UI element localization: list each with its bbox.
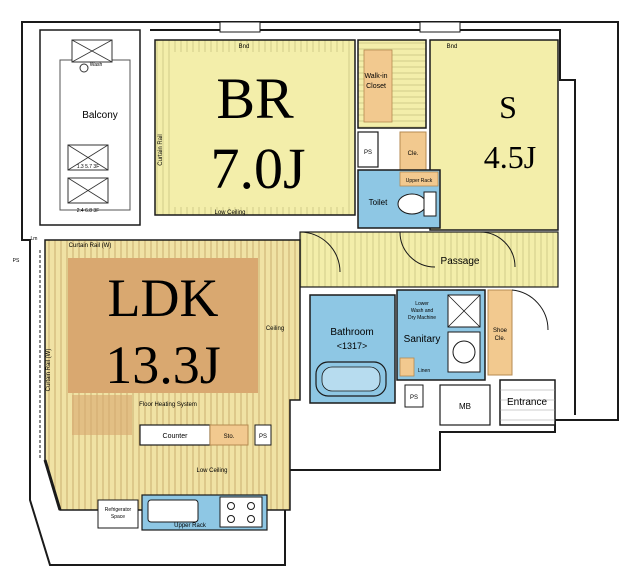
- washer-label-2: Wash and: [411, 308, 434, 314]
- low-ceiling-br-label: Low Ceiling: [214, 210, 245, 216]
- bnd-br-label: Bnd: [239, 44, 250, 50]
- curtain-rail-ldk-side-label: Curtain Rail (W): [46, 349, 52, 392]
- washer-label-3: Dry Machine: [408, 315, 436, 321]
- bathroom: Bathroom <1317>: [309, 294, 396, 404]
- br-name: BR: [216, 66, 294, 131]
- mb-label: MB: [459, 402, 471, 411]
- entrance-label: Entrance: [507, 397, 547, 408]
- stove: [219, 496, 263, 528]
- closet-small: PS Cle.: [357, 131, 427, 171]
- curtain-rail-br-label: Curtain Rail: [158, 134, 164, 165]
- room-s: S 4.5J Bnd: [429, 39, 559, 231]
- shoe-label-1: Shoe: [493, 328, 508, 334]
- upper-rack-toilet-label: Upper Rack: [406, 178, 433, 184]
- linen-label: Linen: [418, 368, 430, 374]
- washer-label-1: Lower: [415, 301, 429, 307]
- passage-label: Passage: [441, 256, 480, 267]
- ps-label-2: PS: [259, 434, 267, 440]
- ps-left: PS Lm: [13, 236, 38, 264]
- ldk-size: 13.3J: [105, 335, 221, 395]
- wash-label: Wash: [90, 62, 103, 68]
- shoe-label-2: Cle.: [495, 336, 506, 342]
- refrigerator-label-1: Refrigerator: [105, 507, 132, 513]
- refrigerator-label-2: Space: [111, 514, 125, 520]
- balcony-area: Balcony Wash 1.3 5.7 3F 2.4 6.8 3F: [39, 29, 141, 226]
- toilet-room: Upper Rack Toilet: [357, 169, 441, 229]
- shoe-closet: Shoe Cle.: [487, 289, 549, 376]
- lm-label: Lm: [31, 236, 38, 242]
- bnd-s-label: Bnd: [447, 44, 458, 50]
- br-size: 7.0J: [210, 136, 305, 201]
- bathroom-label: Bathroom: [330, 327, 373, 338]
- low-ceiling-kitchen-label: Low Ceiling: [196, 468, 227, 474]
- counter-label: Counter: [163, 433, 189, 440]
- washbasin: [452, 340, 476, 364]
- outdoor-unit-2-label: 2.4 6.8 3F: [77, 208, 100, 214]
- passage: Passage: [299, 231, 559, 288]
- ps-label-4: PS: [13, 258, 20, 264]
- ldk-room: LDK 13.3J Floor Heating System Ceiling C…: [39, 239, 301, 511]
- bedroom-br: BR 7.0J Bnd Low Ceiling Curtain Rail: [154, 39, 356, 216]
- walk-in-closet: Walk-in Closet: [357, 39, 427, 129]
- floor-heating-label: Floor Heating System: [139, 402, 197, 408]
- kitchen-counter: Counter Sto. PS: [139, 424, 272, 446]
- kitchen-area: Low Ceiling Refrigerator Space Upper Rac…: [97, 468, 268, 531]
- entrance: Entrance: [499, 379, 556, 426]
- walkin-label-2: Closet: [366, 83, 386, 90]
- ps-label-1: PS: [364, 150, 372, 156]
- outdoor-unit-1-label: 1.3 5.7 3F: [77, 164, 100, 170]
- toilet-fixture: [397, 193, 427, 215]
- cl-label: Cle.: [408, 151, 419, 157]
- storage-label: Sto.: [224, 434, 235, 440]
- curtain-rail-ldk-top-label: Curtain Rail (W): [69, 243, 112, 249]
- ceiling-label: Ceiling: [266, 326, 284, 332]
- sanitary-label: Sanitary: [404, 334, 441, 345]
- ldk-name: LDK: [108, 268, 219, 328]
- sink: [147, 499, 199, 523]
- toilet-label: Toilet: [369, 198, 388, 207]
- bathroom-size-label: <1317>: [337, 341, 368, 351]
- s-name: S: [499, 89, 517, 125]
- upper-rack-label: Upper Rack: [174, 523, 207, 529]
- meter-box: MB PS: [404, 384, 491, 426]
- ps-label-3: PS: [410, 395, 418, 401]
- sanitary-room: Sanitary Lower Wash and Dry Machine Line…: [396, 289, 486, 381]
- walkin-label-1: Walk-in: [364, 73, 387, 80]
- balcony-label: Balcony: [82, 110, 118, 121]
- s-size: 4.5J: [484, 139, 536, 175]
- windows: [219, 21, 461, 33]
